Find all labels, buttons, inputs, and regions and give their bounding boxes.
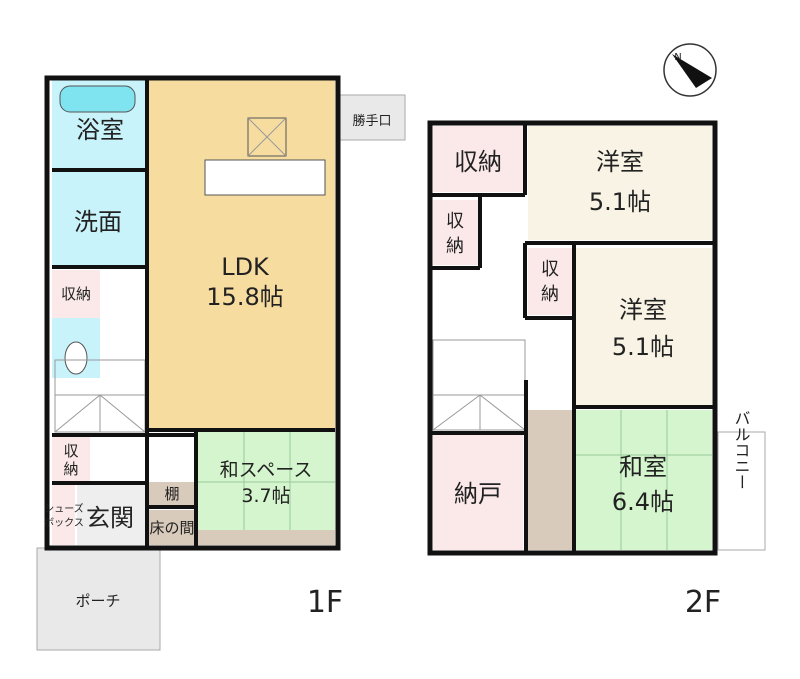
washroom bbox=[52, 172, 145, 265]
shoe-box-label-2: ボックス bbox=[44, 517, 84, 529]
storage-b-label-1: 収 bbox=[541, 259, 559, 280]
entrance-label: 玄関 bbox=[86, 504, 134, 532]
storage-a-label-1: 収 bbox=[446, 211, 464, 232]
skylight-icon bbox=[247, 117, 287, 157]
storage-b-label-2: 納 bbox=[541, 284, 559, 305]
porch-label: ポーチ bbox=[75, 592, 120, 610]
floor-2: 収納 洋室 5.1帖 収 納 収 納 洋室 5.1帖 納戸 和室 6.4帖 バル… bbox=[427, 120, 766, 620]
western-room-1-label: 洋室 bbox=[596, 148, 644, 176]
back-door-area bbox=[337, 94, 406, 141]
bathtub-icon bbox=[59, 85, 136, 113]
western-room-2-label: 洋室 bbox=[619, 296, 667, 324]
closet-room bbox=[433, 435, 523, 550]
storage-room-2 bbox=[52, 437, 90, 482]
storage-a bbox=[433, 200, 478, 265]
storage-room bbox=[52, 270, 100, 318]
porch-area bbox=[36, 547, 161, 651]
storage-top-label: 収納 bbox=[454, 148, 502, 176]
compass-north-label: N bbox=[674, 52, 681, 63]
ldk-room bbox=[148, 80, 335, 430]
western-room-1-size: 5.1帖 bbox=[589, 188, 651, 216]
storage2-label-2: 納 bbox=[63, 460, 78, 478]
storage-label: 収納 bbox=[61, 285, 91, 303]
western-room-1 bbox=[528, 126, 712, 240]
storage-a-label-2: 納 bbox=[446, 236, 464, 257]
kitchen-counter-icon bbox=[204, 159, 326, 196]
floor-1-outer-wall bbox=[44, 75, 341, 551]
tokonoma bbox=[148, 510, 195, 545]
tokonoma-label: 床の間 bbox=[149, 519, 194, 537]
japanese-space bbox=[198, 432, 335, 530]
bath-label: 浴室 bbox=[76, 116, 124, 144]
japanese-space-size: 3.7帖 bbox=[241, 485, 290, 507]
stairs-2f bbox=[432, 339, 526, 431]
floor-1-label: 1F bbox=[307, 585, 343, 620]
japanese-space-label: 和スペース bbox=[220, 459, 313, 481]
storage-b bbox=[528, 248, 572, 315]
storage-top bbox=[433, 126, 523, 192]
compass-icon: N bbox=[663, 43, 717, 97]
entrance bbox=[77, 485, 145, 545]
balcony-label: バルコニー bbox=[732, 410, 751, 490]
floor-1: 浴室 洗面 収納 収 納 シューズ ボックス 玄関 LDK 15.8帖 和スペー… bbox=[36, 75, 406, 651]
shoe-box bbox=[52, 485, 75, 545]
washroom-label: 洗面 bbox=[74, 208, 122, 236]
floor-2-label: 2F bbox=[685, 585, 721, 620]
toilet-icon bbox=[64, 341, 88, 375]
shelf bbox=[148, 482, 195, 505]
ldk-size: 15.8帖 bbox=[206, 283, 283, 311]
balcony bbox=[717, 431, 766, 551]
hallway bbox=[528, 410, 573, 550]
back-door-label: 勝手口 bbox=[352, 114, 391, 129]
western-room-2-size: 5.1帖 bbox=[612, 333, 674, 361]
shelf-label: 棚 bbox=[164, 485, 179, 503]
ldk-label: LDK bbox=[221, 253, 270, 281]
western-room-2 bbox=[575, 248, 712, 405]
storage2-label-1: 収 bbox=[63, 442, 78, 460]
japanese-room bbox=[575, 410, 712, 550]
japanese-room-size: 6.4帖 bbox=[612, 488, 674, 516]
japanese-room-label: 和室 bbox=[619, 453, 667, 481]
closet-label: 納戸 bbox=[454, 480, 502, 508]
shoe-box-label-1: シューズ bbox=[44, 502, 84, 515]
